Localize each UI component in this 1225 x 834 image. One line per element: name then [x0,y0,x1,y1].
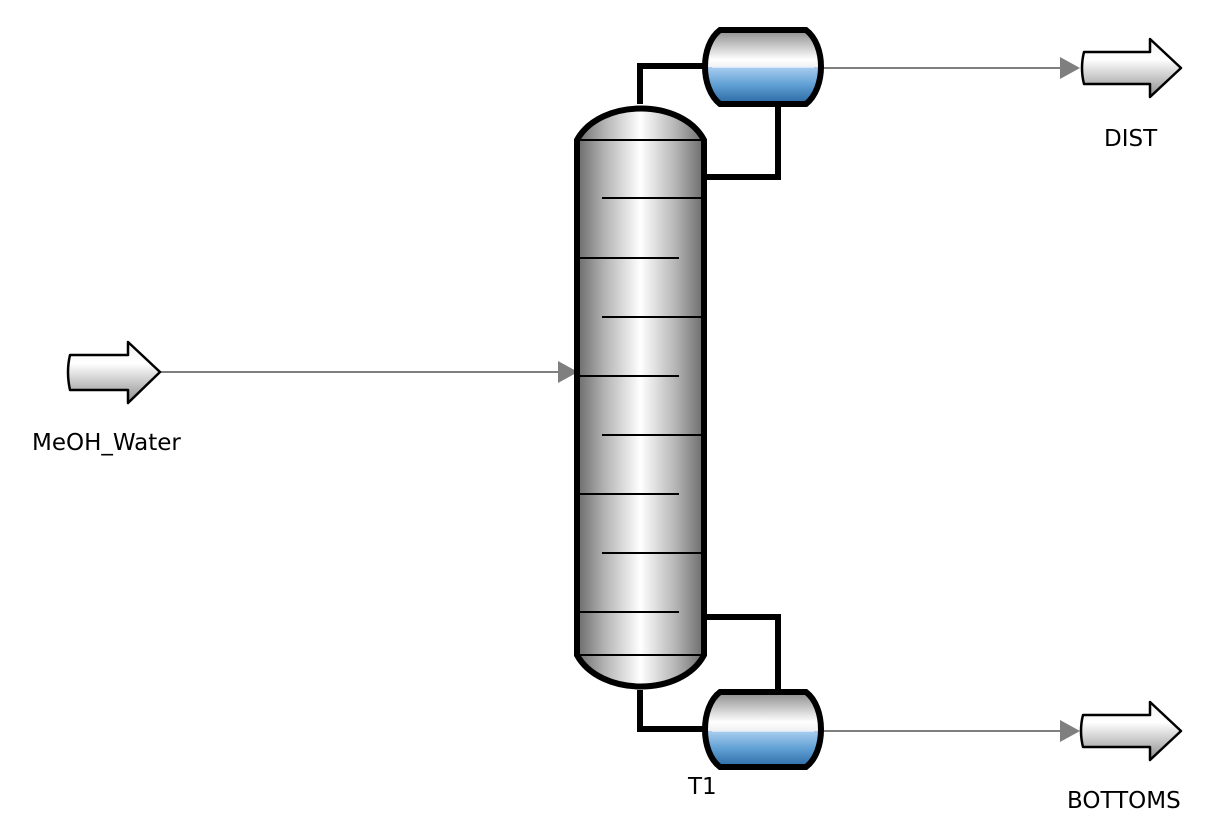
stream-line-bottoms[interactable] [822,720,1080,742]
column-icon[interactable] [574,105,707,690]
column-trays [577,139,704,656]
reboiler-drum-icon[interactable] [700,689,826,771]
block-label-t1[interactable]: T1 [688,774,717,800]
reboiler-piping [637,614,781,732]
product-arrow-icon-dist[interactable] [1080,37,1183,99]
feed-arrow-icon[interactable] [66,340,162,405]
stream-label-dist[interactable]: DIST [1104,126,1158,152]
product-arrow-icon-bottoms[interactable] [1079,700,1183,762]
stream-line-dist[interactable] [822,57,1080,79]
stream-line-feed[interactable] [160,361,578,383]
stream-label-bottoms[interactable]: BOTTOMS [1067,788,1181,814]
condenser-drum-icon[interactable] [700,27,826,107]
condenser-piping [637,63,781,180]
stream-label-feed[interactable]: MeOH_Water [32,430,181,456]
